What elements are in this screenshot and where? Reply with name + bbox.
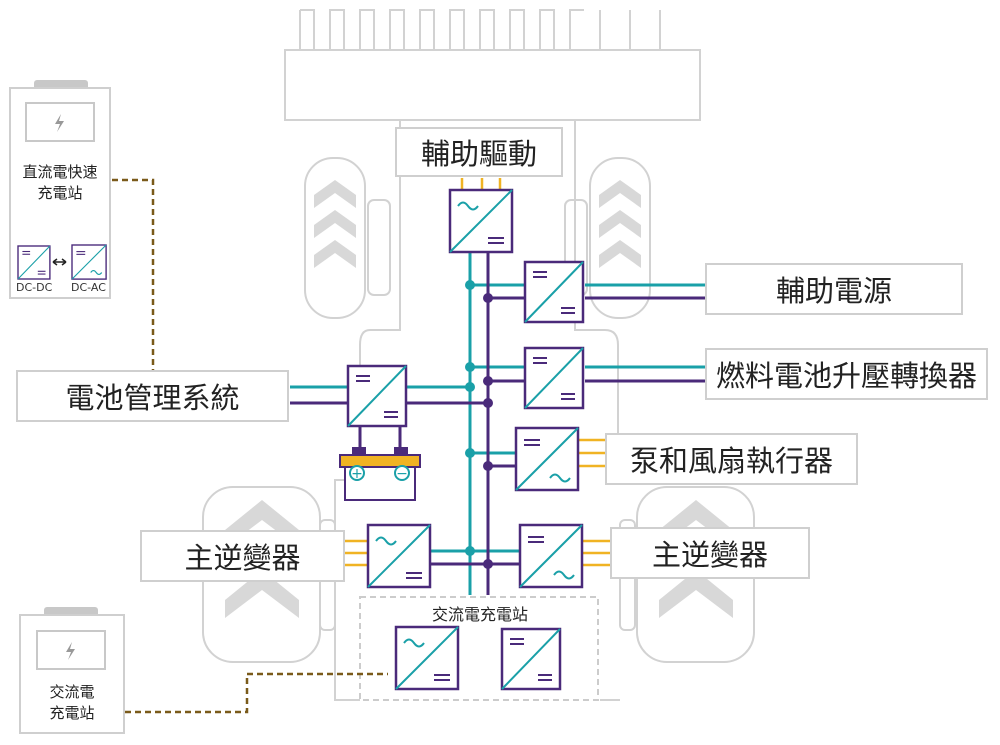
ac-charger-station (19, 607, 125, 734)
ac-station-line1: 交流電 (49, 683, 95, 701)
battery-converter (346, 364, 408, 428)
lightning-icon (55, 114, 64, 132)
bms-label: 電池管理系統 (16, 370, 289, 422)
ac-charger-boundary (359, 596, 599, 701)
lightning-icon (66, 642, 75, 660)
dcdc-mini-icon (17, 245, 51, 280)
dcac-mini-icon (71, 244, 107, 280)
ac-phase-lines (345, 178, 610, 567)
dc-station-line2: 充電站 (37, 184, 83, 202)
fuel-cell-boost-label: 燃料電池升壓轉換器 (705, 348, 988, 400)
dc-fast-charger (9, 80, 111, 299)
dcdc-caption: DC-DC (16, 281, 53, 294)
fuel-cell-converter (523, 346, 585, 410)
bus-junctions (465, 280, 493, 569)
main-inverter-left-label: 主逆變器 (140, 530, 345, 582)
pump-fan-inverter (514, 426, 580, 492)
aux-drive-converter (448, 188, 514, 254)
charging-cable-lines (112, 178, 388, 714)
onboard-charger-dcdc (500, 627, 562, 691)
dcac-caption: DC-AC (71, 281, 106, 294)
main-inverter-right-label: 主逆變器 (610, 527, 810, 579)
battery-minus-sign: − (396, 466, 408, 482)
ac-charger-title: 交流電充電站 (431, 605, 528, 624)
right-inverter-converter (518, 523, 584, 589)
aux-drive-label: 輔助驅動 (395, 127, 563, 177)
aux-power-converter (523, 260, 585, 324)
battery-plus-sign: + (351, 466, 363, 482)
dc-station-line1: 直流電快速 (22, 163, 98, 181)
aux-power-label: 輔助電源 (705, 263, 963, 315)
pump-fan-label: 泵和風扇執行器 (605, 433, 858, 485)
left-inverter-converter (366, 523, 432, 589)
ac-station-line2: 充電站 (49, 704, 95, 722)
onboard-charger-acdc (394, 625, 460, 691)
double-arrow-icon (52, 258, 67, 266)
battery-icon: + − (339, 447, 421, 501)
